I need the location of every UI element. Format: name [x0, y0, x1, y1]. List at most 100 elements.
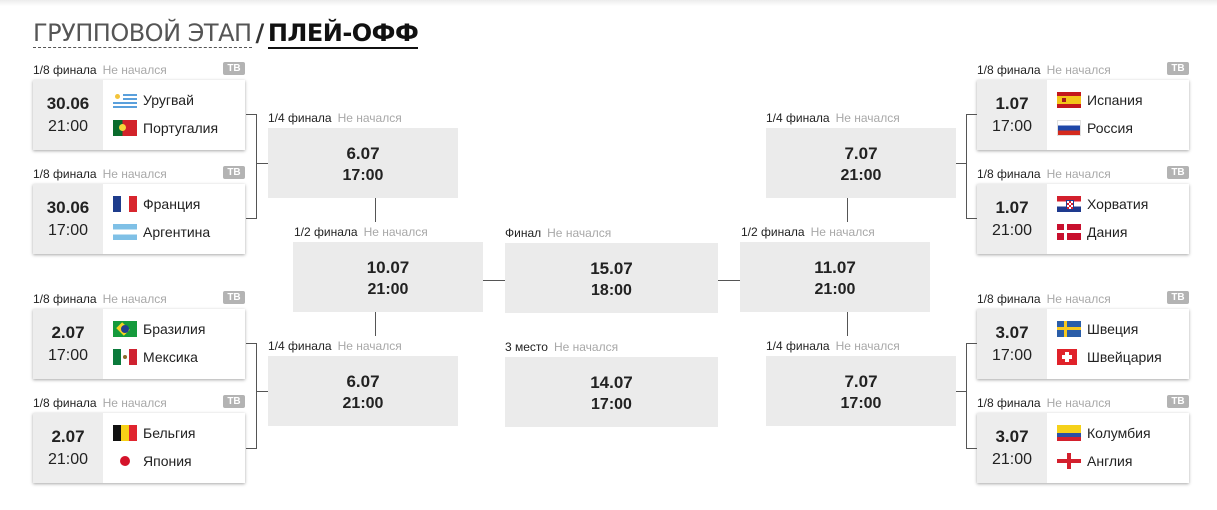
team-row[interactable]: Уругвай [113, 90, 194, 110]
croatia-flag-icon [1057, 196, 1081, 212]
match-card-sf[interactable]: 11.07 21:00 [740, 242, 930, 312]
tv-badge[interactable]: ТВ [223, 62, 245, 75]
tv-badge[interactable]: ТВ [1167, 166, 1189, 179]
bracket-line [847, 198, 848, 222]
tv-badge[interactable]: ТВ [1167, 395, 1189, 408]
status-label: Не начался [102, 63, 167, 77]
match-date: 10.07 [366, 258, 410, 277]
bracket-line [375, 312, 376, 336]
team-row[interactable]: Хорватия [1057, 194, 1148, 214]
team-row[interactable]: Франция [113, 194, 200, 214]
match-header: 1/8 финала Не начался [33, 63, 167, 77]
team-name: Франция [143, 196, 201, 212]
team-row[interactable]: Швеция [1057, 319, 1138, 339]
bracket-line [256, 391, 268, 392]
stage-label: 1/8 финала [33, 63, 97, 77]
tv-badge[interactable]: ТВ [223, 166, 245, 179]
tv-badge[interactable]: ТВ [223, 395, 245, 408]
team-name: Уругвай [143, 92, 194, 108]
japan-flag-icon [113, 453, 137, 469]
match-card-sf[interactable]: 10.07 21:00 [293, 242, 483, 312]
team-row[interactable]: Колумбия [1057, 423, 1151, 443]
status-label: Не начался [1046, 292, 1111, 306]
match-card-qf[interactable]: 7.07 21:00 [766, 128, 956, 198]
playoff-tab[interactable]: ПЛЕЙ-ОФФ [267, 19, 419, 49]
match-header: 1/2 финала Не начался [294, 225, 428, 239]
match-header: 1/8 финала Не начался [33, 396, 167, 410]
bracket-line [966, 218, 977, 219]
stage-label: 3 место [505, 340, 548, 354]
bracket-line [246, 114, 257, 115]
team-name: Швейцария [1087, 349, 1162, 365]
team-name: Швеция [1087, 321, 1139, 337]
match-card-qf[interactable]: 7.07 17:00 [766, 356, 956, 426]
status-label: Не начался [102, 396, 167, 410]
team-name: Англия [1087, 453, 1133, 469]
tv-badge[interactable]: ТВ [223, 291, 245, 304]
uruguay-flag-icon [113, 92, 137, 108]
team-row[interactable]: Португалия [113, 118, 218, 138]
match-card-third-place[interactable]: 14.07 17:00 [505, 357, 718, 427]
match-date: 1.07 [995, 94, 1029, 113]
sweden-flag-icon [1057, 321, 1081, 337]
match-card-final[interactable]: 15.07 18:00 [505, 243, 718, 313]
team-row[interactable]: Аргентина [113, 222, 210, 242]
team-row[interactable]: Испания [1057, 90, 1143, 110]
bracket-line [956, 163, 967, 164]
match-date: 3.07 [995, 323, 1029, 342]
status-label: Не начался [1046, 63, 1111, 77]
team-row[interactable]: Мексика [113, 347, 198, 367]
match-time: 21:00 [991, 222, 1033, 239]
match-date: 30.06 [46, 198, 90, 217]
team-row[interactable]: Япония [113, 451, 192, 471]
match-time: 21:00 [814, 281, 856, 298]
status-label: Не начался [553, 340, 619, 354]
stage-label: 1/2 финала [294, 225, 358, 239]
switzerland-flag-icon [1057, 349, 1077, 365]
group-stage-link[interactable]: ГРУППОВОЙ ЭТАП [33, 19, 252, 48]
team-row[interactable]: Швейцария [1057, 347, 1162, 367]
stage-label: 1/8 финала [33, 396, 97, 410]
stage-label: Финал [505, 226, 542, 240]
stage-label: 1/4 финала [766, 111, 830, 125]
russia-flag-icon [1057, 120, 1081, 136]
team-row[interactable]: Бельгия [113, 423, 195, 443]
stage-label: 1/4 финала [268, 111, 332, 125]
status-label: Не начался [363, 225, 428, 239]
title-separator: / [255, 19, 265, 47]
stage-label: 1/8 финала [33, 292, 97, 306]
match-time: 21:00 [342, 395, 384, 412]
match-card-qf[interactable]: 6.07 17:00 [268, 128, 458, 198]
team-name: Бразилия [143, 321, 206, 337]
team-row[interactable]: Бразилия [113, 319, 205, 339]
team-row[interactable]: Дания [1057, 222, 1127, 242]
team-row[interactable]: Россия [1057, 118, 1133, 138]
tv-badge[interactable]: ТВ [1167, 291, 1189, 304]
match-date: 3.07 [995, 427, 1029, 446]
status-label: Не начался [1046, 396, 1111, 410]
bracket-line [966, 114, 977, 115]
team-name: Дания [1087, 224, 1128, 240]
match-card-qf[interactable]: 6.07 21:00 [268, 356, 458, 426]
match-date: 7.07 [844, 372, 878, 391]
match-time: 17:00 [591, 396, 632, 413]
stage-label: 1/2 финала [741, 225, 805, 239]
team-row[interactable]: Англия [1057, 451, 1132, 471]
tv-badge[interactable]: ТВ [1167, 62, 1189, 75]
